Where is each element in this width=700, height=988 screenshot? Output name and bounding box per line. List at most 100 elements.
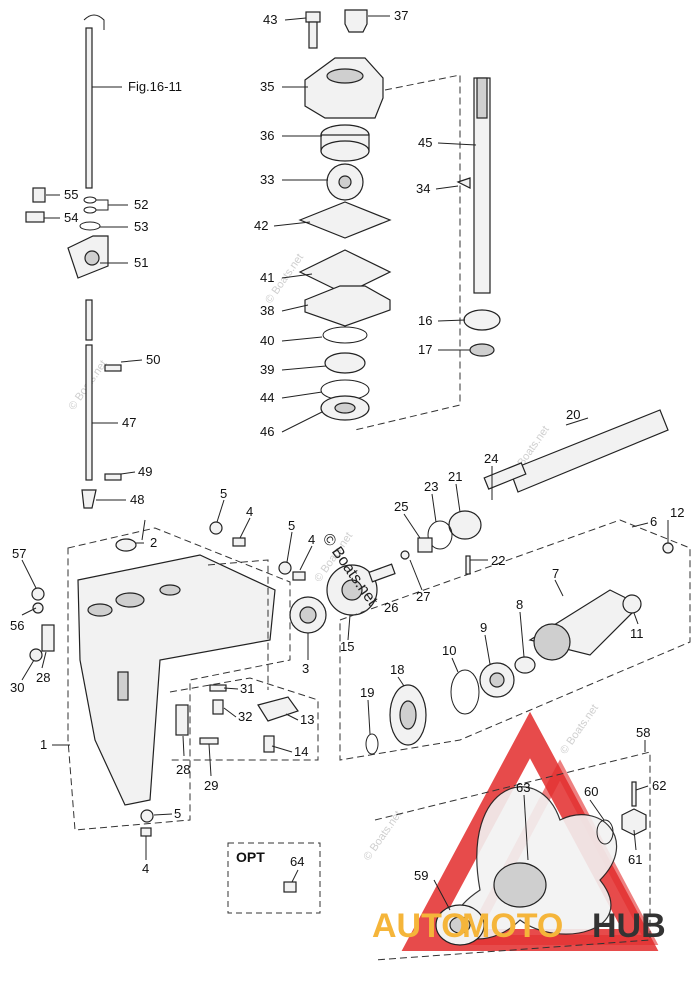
- callout-22: 22: [491, 553, 505, 568]
- drive-shaft-spline: [476, 77, 488, 119]
- bearing-housing-7-bore: [533, 623, 571, 661]
- callout-5-mid: 5: [288, 518, 295, 533]
- clutch-21: [448, 510, 482, 540]
- callout-56: 56: [10, 618, 24, 633]
- shift-rod-lower-upper: [85, 299, 93, 341]
- o-ring-40: [322, 326, 368, 344]
- logo-text-auto: AUTO: [372, 907, 468, 945]
- plunger-26: [368, 563, 396, 583]
- callout-3: 3: [302, 661, 309, 676]
- thrust-washer-59-bore: [449, 916, 471, 934]
- callout-43: 43: [263, 12, 277, 27]
- gear-case-port-b: [115, 592, 145, 608]
- prop-shaft-group: [339, 409, 691, 761]
- propeller-63: [454, 786, 618, 940]
- callout-46: 46: [260, 424, 274, 439]
- bushing-8: [514, 656, 536, 674]
- washer-5-mid: [278, 561, 292, 575]
- option-box: OPT: [227, 842, 321, 914]
- gasket-42: [298, 201, 392, 239]
- shift-rod-group: [25, 14, 122, 509]
- callout-29: 29: [204, 778, 218, 793]
- callout-28-left: 28: [36, 670, 50, 685]
- callout-59: 59: [414, 868, 428, 883]
- propeller-group: [374, 740, 651, 961]
- anode-28-left: [41, 624, 55, 652]
- gear-case-group: [29, 521, 306, 837]
- ring-23: [427, 520, 453, 550]
- bolt-43-shank: [308, 21, 318, 49]
- callout-37: 37: [394, 8, 408, 23]
- callout-4-mid: 4: [308, 532, 315, 547]
- reverse-gear-18-hub: [399, 700, 417, 730]
- pump-insert-36-bottom: [320, 140, 370, 162]
- callout-58: 58: [636, 725, 650, 740]
- washer-5-top: [209, 521, 223, 535]
- callout-55: 55: [64, 187, 78, 202]
- callout-4-bottom: 4: [142, 861, 149, 876]
- callout-40: 40: [260, 333, 274, 348]
- callout-18: 18: [390, 662, 404, 677]
- callout-42: 42: [254, 218, 268, 233]
- watermark: © Boats.net: [558, 702, 601, 756]
- callout-30: 30: [10, 680, 24, 695]
- bolt-12: [662, 542, 674, 554]
- nut-30: [29, 648, 43, 662]
- callout-23: 23: [424, 479, 438, 494]
- ball-27: [400, 550, 410, 560]
- gear-case-1: [77, 554, 276, 806]
- callout-51: 51: [134, 255, 148, 270]
- callout-24: 24: [484, 451, 498, 466]
- callout-12: 12: [670, 505, 684, 520]
- leader-lines: [21, 15, 669, 911]
- callout-5-bottom: 5: [174, 806, 181, 821]
- callout-7: 7: [552, 566, 559, 581]
- seal-37: [344, 9, 368, 33]
- plate-41: [298, 249, 392, 295]
- shift-rod-47: [85, 344, 93, 481]
- pin-50: [104, 364, 122, 372]
- bolt-4-top: [232, 537, 246, 547]
- callout-64: 64: [290, 854, 304, 869]
- bolt-4-mid: [292, 571, 306, 581]
- callout-44: 44: [260, 390, 274, 405]
- callout-62: 62: [652, 778, 666, 793]
- pin-22: [465, 555, 471, 575]
- callout-36: 36: [260, 128, 274, 143]
- bolt-43: [305, 11, 321, 23]
- o-ring-10: [450, 669, 480, 715]
- callout-41: 41: [260, 270, 274, 285]
- drive-shaft-group: [456, 77, 501, 357]
- callout-20: 20: [566, 407, 580, 422]
- watermark: © Boats.net: [361, 809, 404, 863]
- anode-28-center: [175, 704, 189, 736]
- spring-24: [483, 462, 527, 490]
- callout-31: 31: [240, 681, 254, 696]
- gear-case-port-a: [87, 603, 113, 617]
- callout-11: 11: [630, 626, 644, 641]
- shift-rod-upper: [85, 27, 93, 189]
- figure-reference: Fig.16-11: [128, 79, 182, 94]
- bearing-9-bore: [489, 672, 505, 688]
- bolt-55: [32, 187, 46, 203]
- callout-35: 35: [260, 79, 274, 94]
- key-34: [456, 177, 471, 189]
- callout-10: 10: [442, 643, 456, 658]
- propeller-boundary: [374, 751, 651, 961]
- bolt-29: [199, 737, 219, 745]
- cam-13: [257, 696, 299, 722]
- callout-28-center: 28: [176, 762, 190, 777]
- callout-57: 57: [12, 546, 26, 561]
- gear-case-port-c: [159, 584, 181, 596]
- washer-57: [31, 587, 45, 601]
- bevel-gear-15-hub: [341, 579, 363, 601]
- callout-54: 54: [64, 210, 78, 225]
- callout-4-top: 4: [246, 504, 253, 519]
- seal-39: [324, 352, 366, 374]
- nut-56: [32, 602, 44, 614]
- callout-48: 48: [130, 492, 144, 507]
- callout-8: 8: [516, 597, 523, 612]
- callout-60: 60: [584, 784, 598, 799]
